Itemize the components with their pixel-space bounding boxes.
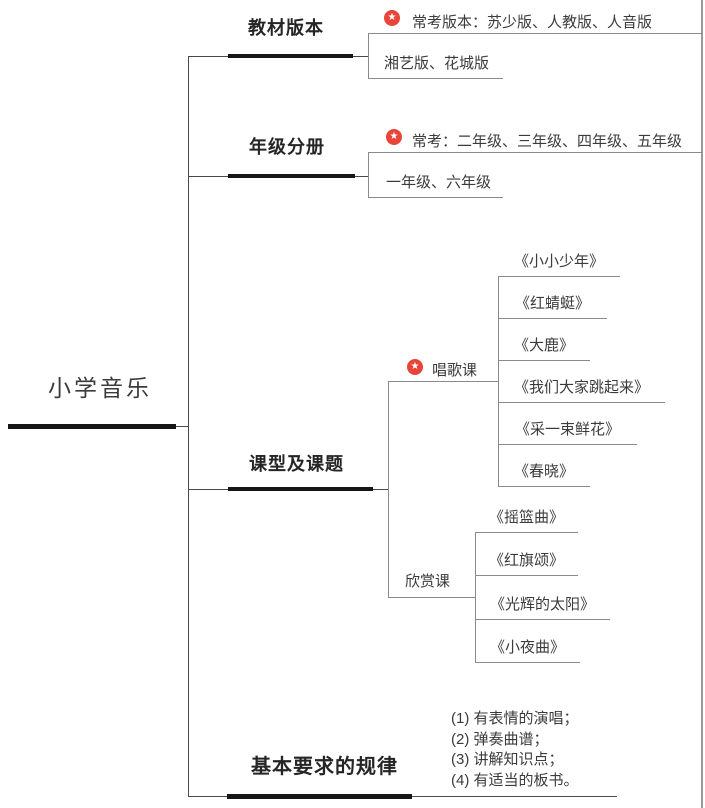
branch1-child1-underline <box>368 33 702 34</box>
branch2-children-rail <box>368 152 369 198</box>
topic-song[interactable]: 《红旗颂》 <box>488 552 564 569</box>
lsong3-underline <box>475 619 610 620</box>
topic-song[interactable]: 《我们大家跳起来》 <box>513 379 649 396</box>
song6-underline <box>498 486 590 487</box>
topic-listening-lesson[interactable]: 欣赏课 <box>405 573 451 590</box>
lsong4-underline <box>475 662 580 663</box>
branch3-children-rail <box>388 381 389 598</box>
branch1-connector <box>188 56 228 57</box>
branch-topic-lesson-types[interactable]: 课型及课题 <box>249 454 344 474</box>
branch2-child1-underline <box>368 152 702 153</box>
root-topic[interactable]: 小学音乐 <box>48 375 152 401</box>
branch4-connector <box>188 796 227 797</box>
song3-underline <box>498 360 590 361</box>
topic-singing-lesson[interactable]: 唱歌课 <box>432 362 478 379</box>
branch-topic-basic-requirements[interactable]: 基本要求的规律 <box>251 756 398 778</box>
priority-star-icon: ★ <box>407 359 423 375</box>
topic-song[interactable]: 《光辉的太阳》 <box>489 596 595 613</box>
topic-common-grades[interactable]: 常考：二年级、三年级、四年级、五年级 <box>412 133 683 150</box>
song2-underline <box>498 318 607 319</box>
branch2-connector-2 <box>355 176 368 177</box>
branch-topic-textbook-versions[interactable]: 教材版本 <box>248 18 324 38</box>
branch3-underline <box>228 487 373 491</box>
requirement-item[interactable]: (1) 有表情的演唱； <box>451 710 579 727</box>
singing-underline <box>388 381 498 382</box>
topic-song[interactable]: 《采一束鲜花》 <box>514 421 620 438</box>
listening-songs-rail <box>475 532 476 663</box>
topic-common-versions[interactable]: 常考版本：苏少版、人教版、人音版 <box>412 14 653 31</box>
priority-star-icon: ★ <box>384 10 400 26</box>
listening-underline <box>388 597 475 598</box>
topic-song[interactable]: 《小夜曲》 <box>489 639 565 656</box>
branch2-connector <box>188 176 228 177</box>
requirement-item[interactable]: (4) 有适当的板书。 <box>451 772 579 789</box>
topic-other-grades[interactable]: 一年级、六年级 <box>386 174 492 191</box>
branch4-underline-ext <box>412 796 617 797</box>
requirement-item[interactable]: (3) 讲解知识点； <box>451 751 564 768</box>
song4-underline <box>498 402 665 403</box>
branch3-connector-2 <box>373 489 388 490</box>
branch2-underline <box>228 174 355 178</box>
branch1-child2-underline <box>368 78 503 79</box>
branch1-connector-2 <box>353 56 368 57</box>
requirement-item[interactable]: (2) 弹奏曲谱； <box>451 731 549 748</box>
song1-underline <box>498 276 620 277</box>
topic-song[interactable]: 《摇篮曲》 <box>488 509 564 526</box>
priority-star-icon: ★ <box>386 129 402 145</box>
root-connector <box>176 426 188 427</box>
lsong2-underline <box>475 575 578 576</box>
lsong1-underline <box>475 532 578 533</box>
panel-edge-line <box>701 0 703 808</box>
trunk-line <box>188 57 189 797</box>
topic-song[interactable]: 《大鹿》 <box>513 337 574 354</box>
singing-songs-rail <box>498 276 499 487</box>
branch-topic-grade-volumes[interactable]: 年级分册 <box>249 137 325 157</box>
root-underline <box>8 424 176 429</box>
branch2-child2-underline <box>368 197 503 198</box>
topic-song[interactable]: 《红蜻蜓》 <box>514 295 590 312</box>
branch1-underline <box>228 54 353 58</box>
branch4-underline <box>227 794 412 799</box>
topic-song[interactable]: 《春晓》 <box>513 463 574 480</box>
topic-song[interactable]: 《小小少年》 <box>513 253 604 270</box>
branch3-connector <box>188 489 228 490</box>
branch1-children-rail <box>368 33 369 79</box>
song5-underline <box>498 444 637 445</box>
topic-other-versions[interactable]: 湘艺版、花城版 <box>384 55 490 72</box>
